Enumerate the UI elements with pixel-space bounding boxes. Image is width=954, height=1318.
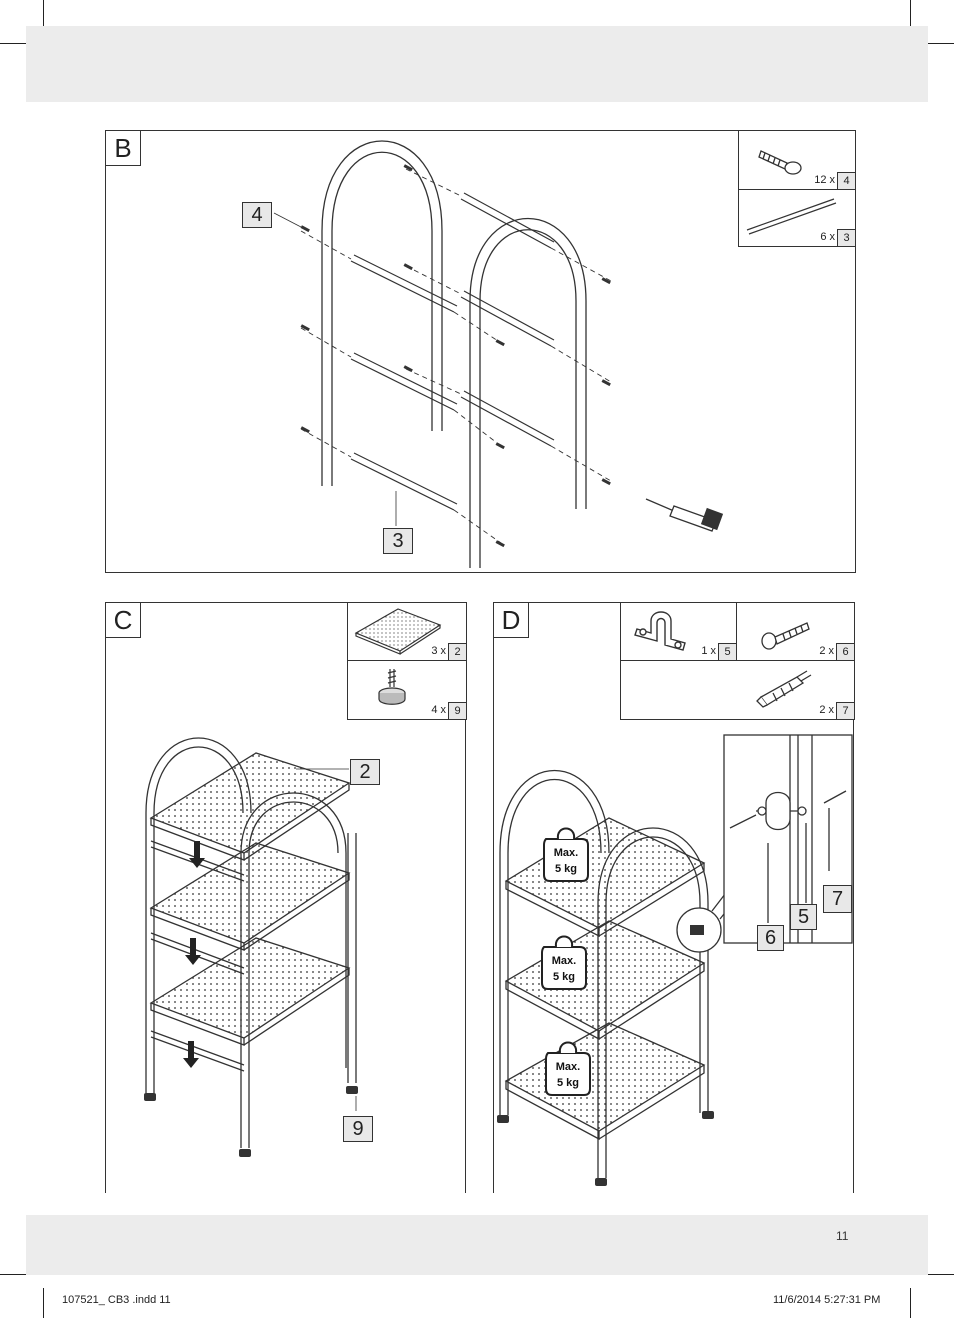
callout-part-6: 6 [757,925,784,951]
callout-part-5: 5 [790,904,817,930]
part-number: 3 [837,229,856,247]
part-number: 6 [836,643,855,661]
crop-mark [924,43,954,44]
callout-part-4: 4 [242,202,272,228]
parts-list-box: 1 x 5 2 x 6 2 x [620,602,855,720]
crop-mark [910,0,911,30]
parts-list-box: 12 x 4 6 x 3 [738,130,856,247]
shelf-assembly-illustration [144,737,358,1157]
callout-part-9: 9 [343,1116,373,1142]
perforated-shelf-icon [354,608,442,655]
parts-list-box: 3 x 2 4 x 9 [347,602,467,720]
panel-d: D [493,602,855,1193]
part-number: 5 [718,643,737,661]
page-number: 11 [836,1229,849,1243]
print-timestamp: 11/6/2014 5:27:31 PM [773,1294,881,1306]
part-number: 2 [448,643,467,661]
pipe-clamp-icon [634,611,686,651]
adjustable-foot-icon [378,669,406,705]
callout-part-2: 2 [350,759,380,785]
weight-tag-line: Max. [554,847,578,859]
panel-c-label: C [105,602,141,638]
part-row: 3 x 2 [348,603,467,661]
callout-part-3: 3 [383,528,413,554]
part-quantity: 2 x [819,704,834,716]
crop-mark [910,1288,911,1318]
part-quantity: 12 x [814,174,835,186]
panel-b-label: B [105,130,141,166]
weight-tag-line: 5 kg [555,863,577,875]
crop-mark [43,0,44,30]
panel-c: C [105,602,467,1193]
weight-tag-line: Max. [556,1061,580,1073]
part-quantity: 6 x [820,231,835,243]
wall-screw-icon [761,622,810,650]
part-row: 1 x 5 [621,603,737,661]
rod-icon [746,198,837,235]
panel-d-label: D [493,602,529,638]
part-quantity: 4 x [431,704,446,716]
crop-mark [0,1274,30,1275]
part-number: 9 [448,702,467,720]
part-row: 2 x 7 [737,661,855,720]
part-row: 4 x 9 [348,661,467,720]
shelf-frame-assembly-illustration [273,140,724,568]
weight-tag-line: 5 kg [553,971,575,983]
panel-b: B [105,130,856,573]
crop-mark [924,1274,954,1275]
header-band [26,26,928,102]
callout-part-7: 7 [823,885,852,913]
screw-icon [758,150,802,175]
part-quantity: 2 x [819,645,834,657]
part-number: 4 [837,172,856,190]
part-row: 6 x 3 [739,189,856,247]
wall-plug-icon [756,670,812,708]
crop-mark [0,43,30,44]
weight-tag-line: 5 kg [557,1077,579,1089]
part-number: 7 [836,702,855,720]
weight-tag-line: Max. [552,955,576,967]
part-row: 2 x 6 [737,603,855,661]
part-quantity: 3 x [431,645,446,657]
footer-band [26,1215,928,1275]
part-quantity: 1 x [701,645,716,657]
part-row: 12 x 4 [739,131,856,190]
crop-mark [43,1288,44,1318]
file-slug: 107521_ CB3 .indd 11 [62,1294,171,1306]
